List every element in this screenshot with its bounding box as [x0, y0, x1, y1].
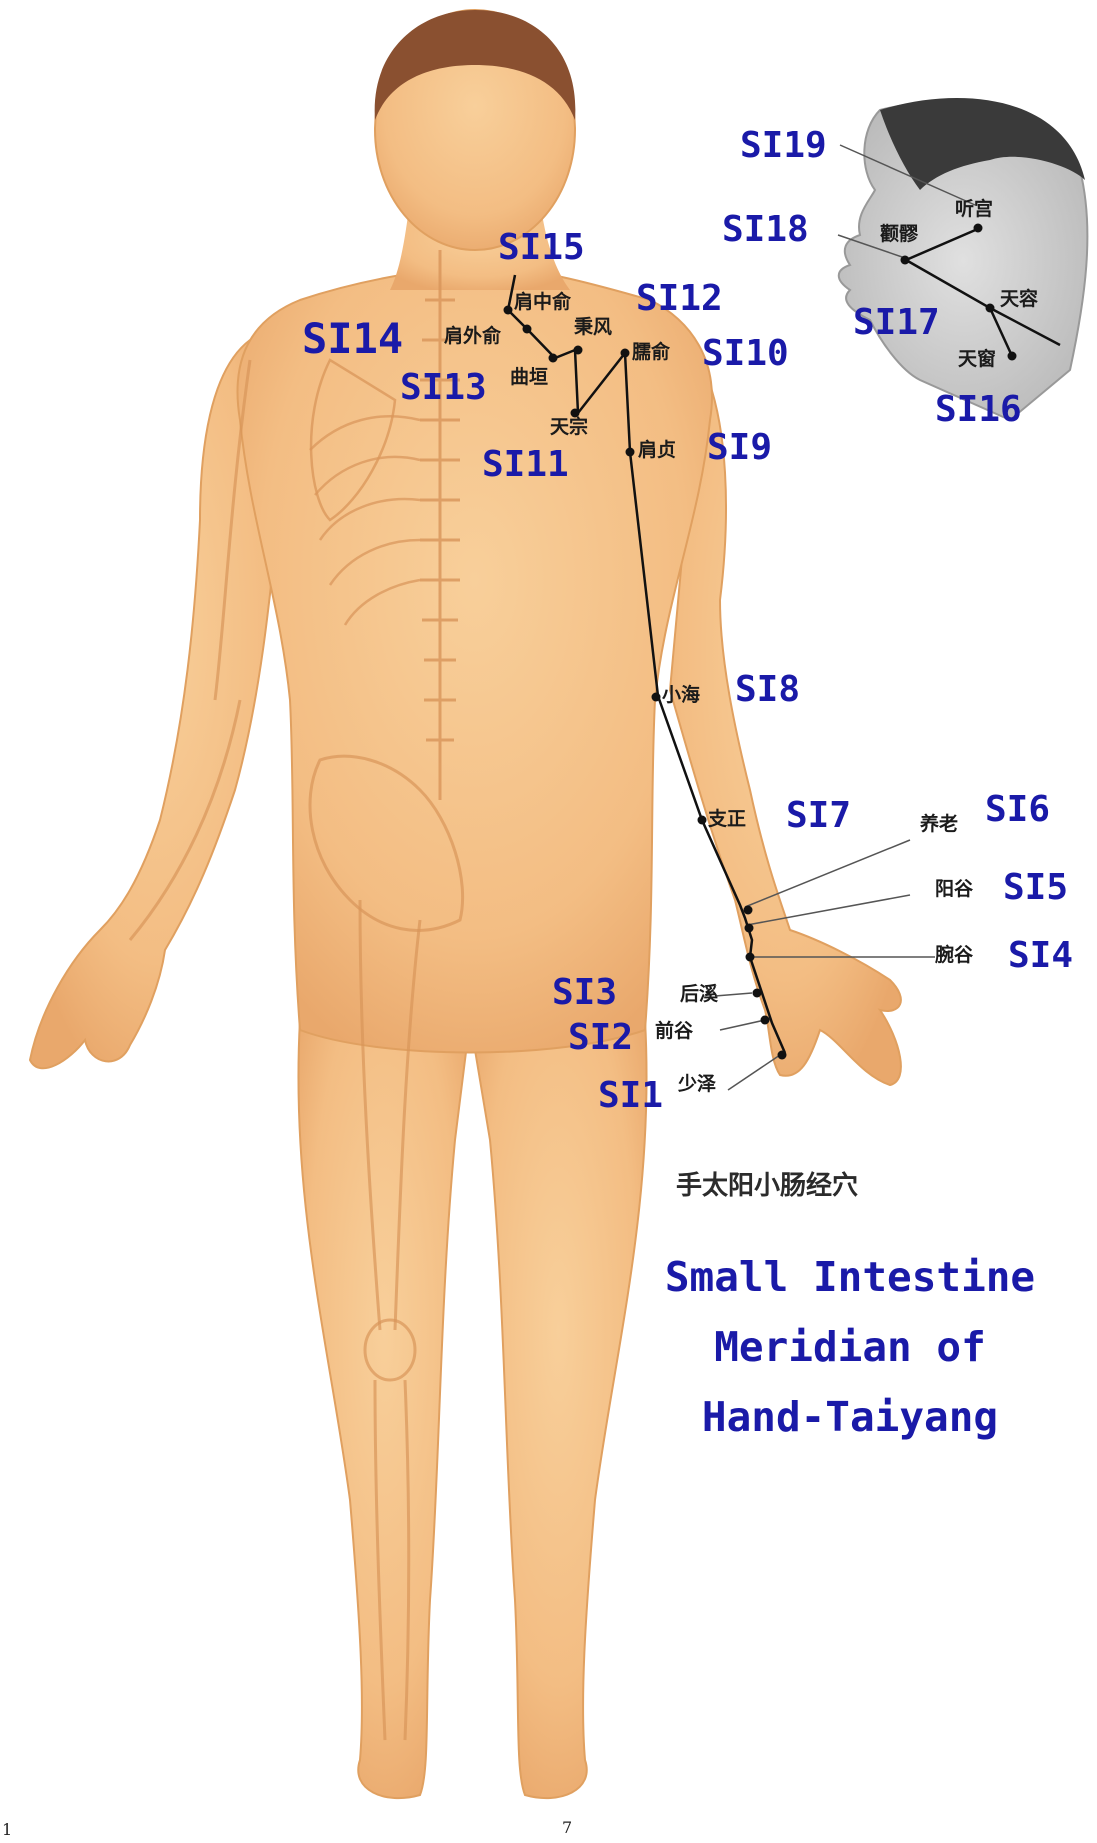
point-dot-si5	[745, 924, 754, 933]
code-label-si2: SI2	[568, 1020, 633, 1056]
english-caption-line-1: Small Intestine	[600, 1242, 1097, 1312]
code-label-si14: SI14	[302, 318, 403, 360]
chinese-caption: 手太阳小肠经穴	[676, 1165, 858, 1202]
point-dot-si19	[974, 224, 983, 233]
cn-label-si14: 肩外俞	[444, 327, 501, 346]
code-label-si4: SI4	[1008, 938, 1073, 974]
cn-label-si4: 腕谷	[935, 946, 973, 965]
cn-label-si3: 后溪	[680, 985, 718, 1004]
code-label-si12: SI12	[636, 281, 723, 317]
cn-label-si15: 肩中俞	[514, 293, 571, 312]
page-marker-center: 7	[562, 1818, 572, 1837]
cn-label-si6: 养老	[920, 815, 958, 834]
point-dot-si4	[746, 953, 755, 962]
code-label-si1: SI1	[598, 1078, 663, 1114]
cn-label-si12: 秉风	[574, 318, 612, 337]
code-label-si10: SI10	[702, 336, 789, 372]
code-label-si8: SI8	[735, 672, 800, 708]
cn-label-si8: 小海	[662, 686, 700, 705]
code-label-si7: SI7	[786, 798, 851, 834]
point-dot-si9	[626, 448, 635, 457]
point-dot-si12	[574, 346, 583, 355]
point-dot-si10	[621, 349, 630, 358]
english-caption-line-3: Hand-Taiyang	[600, 1382, 1097, 1452]
point-dot-si7	[698, 816, 707, 825]
point-dot-si1	[778, 1051, 787, 1060]
cn-label-si10: 臑俞	[632, 343, 670, 362]
point-dot-si3	[753, 989, 762, 998]
english-caption: Small Intestine Meridian of Hand-Taiyang	[600, 1242, 1097, 1452]
point-dot-si8	[652, 693, 661, 702]
english-caption-line-2: Meridian of	[600, 1312, 1097, 1382]
cn-label-si11: 天宗	[550, 418, 588, 437]
cn-label-si17: 天容	[1000, 290, 1038, 309]
code-label-si19: SI19	[740, 128, 827, 164]
cn-label-si1: 少泽	[678, 1075, 716, 1094]
cn-label-si13: 曲垣	[510, 368, 548, 387]
cn-label-si18: 颧髎	[880, 225, 918, 244]
code-label-si16: SI16	[935, 392, 1022, 428]
left-arm	[30, 340, 280, 1068]
code-label-si15: SI15	[498, 230, 585, 266]
cn-label-si2: 前谷	[655, 1022, 693, 1041]
cn-label-si19: 听宫	[955, 200, 993, 219]
code-label-si18: SI18	[722, 212, 809, 248]
right-arm	[670, 360, 901, 1085]
point-dot-si16	[1008, 352, 1017, 361]
code-label-si11: SI11	[482, 447, 569, 483]
code-label-si13: SI13	[400, 370, 487, 406]
code-label-si9: SI9	[707, 430, 772, 466]
cn-label-si9: 肩贞	[638, 441, 676, 460]
code-label-si17: SI17	[853, 305, 940, 341]
point-dot-si18	[901, 256, 910, 265]
code-label-si5: SI5	[1003, 870, 1068, 906]
page-marker-left: 1	[2, 1820, 12, 1839]
point-dot-si14	[523, 325, 532, 334]
point-dot-si15	[504, 306, 513, 315]
code-label-si6: SI6	[985, 792, 1050, 828]
left-leg	[298, 1020, 470, 1798]
head-profile-inset	[839, 98, 1088, 420]
point-dot-si17	[986, 304, 995, 313]
point-dot-si13	[549, 354, 558, 363]
point-dot-si2	[761, 1016, 770, 1025]
cn-label-si7: 支正	[708, 810, 746, 829]
cn-label-si16: 天窗	[958, 350, 996, 369]
cn-label-si5: 阳谷	[935, 880, 973, 899]
code-label-si3: SI3	[552, 975, 617, 1011]
point-dot-si6	[744, 906, 753, 915]
